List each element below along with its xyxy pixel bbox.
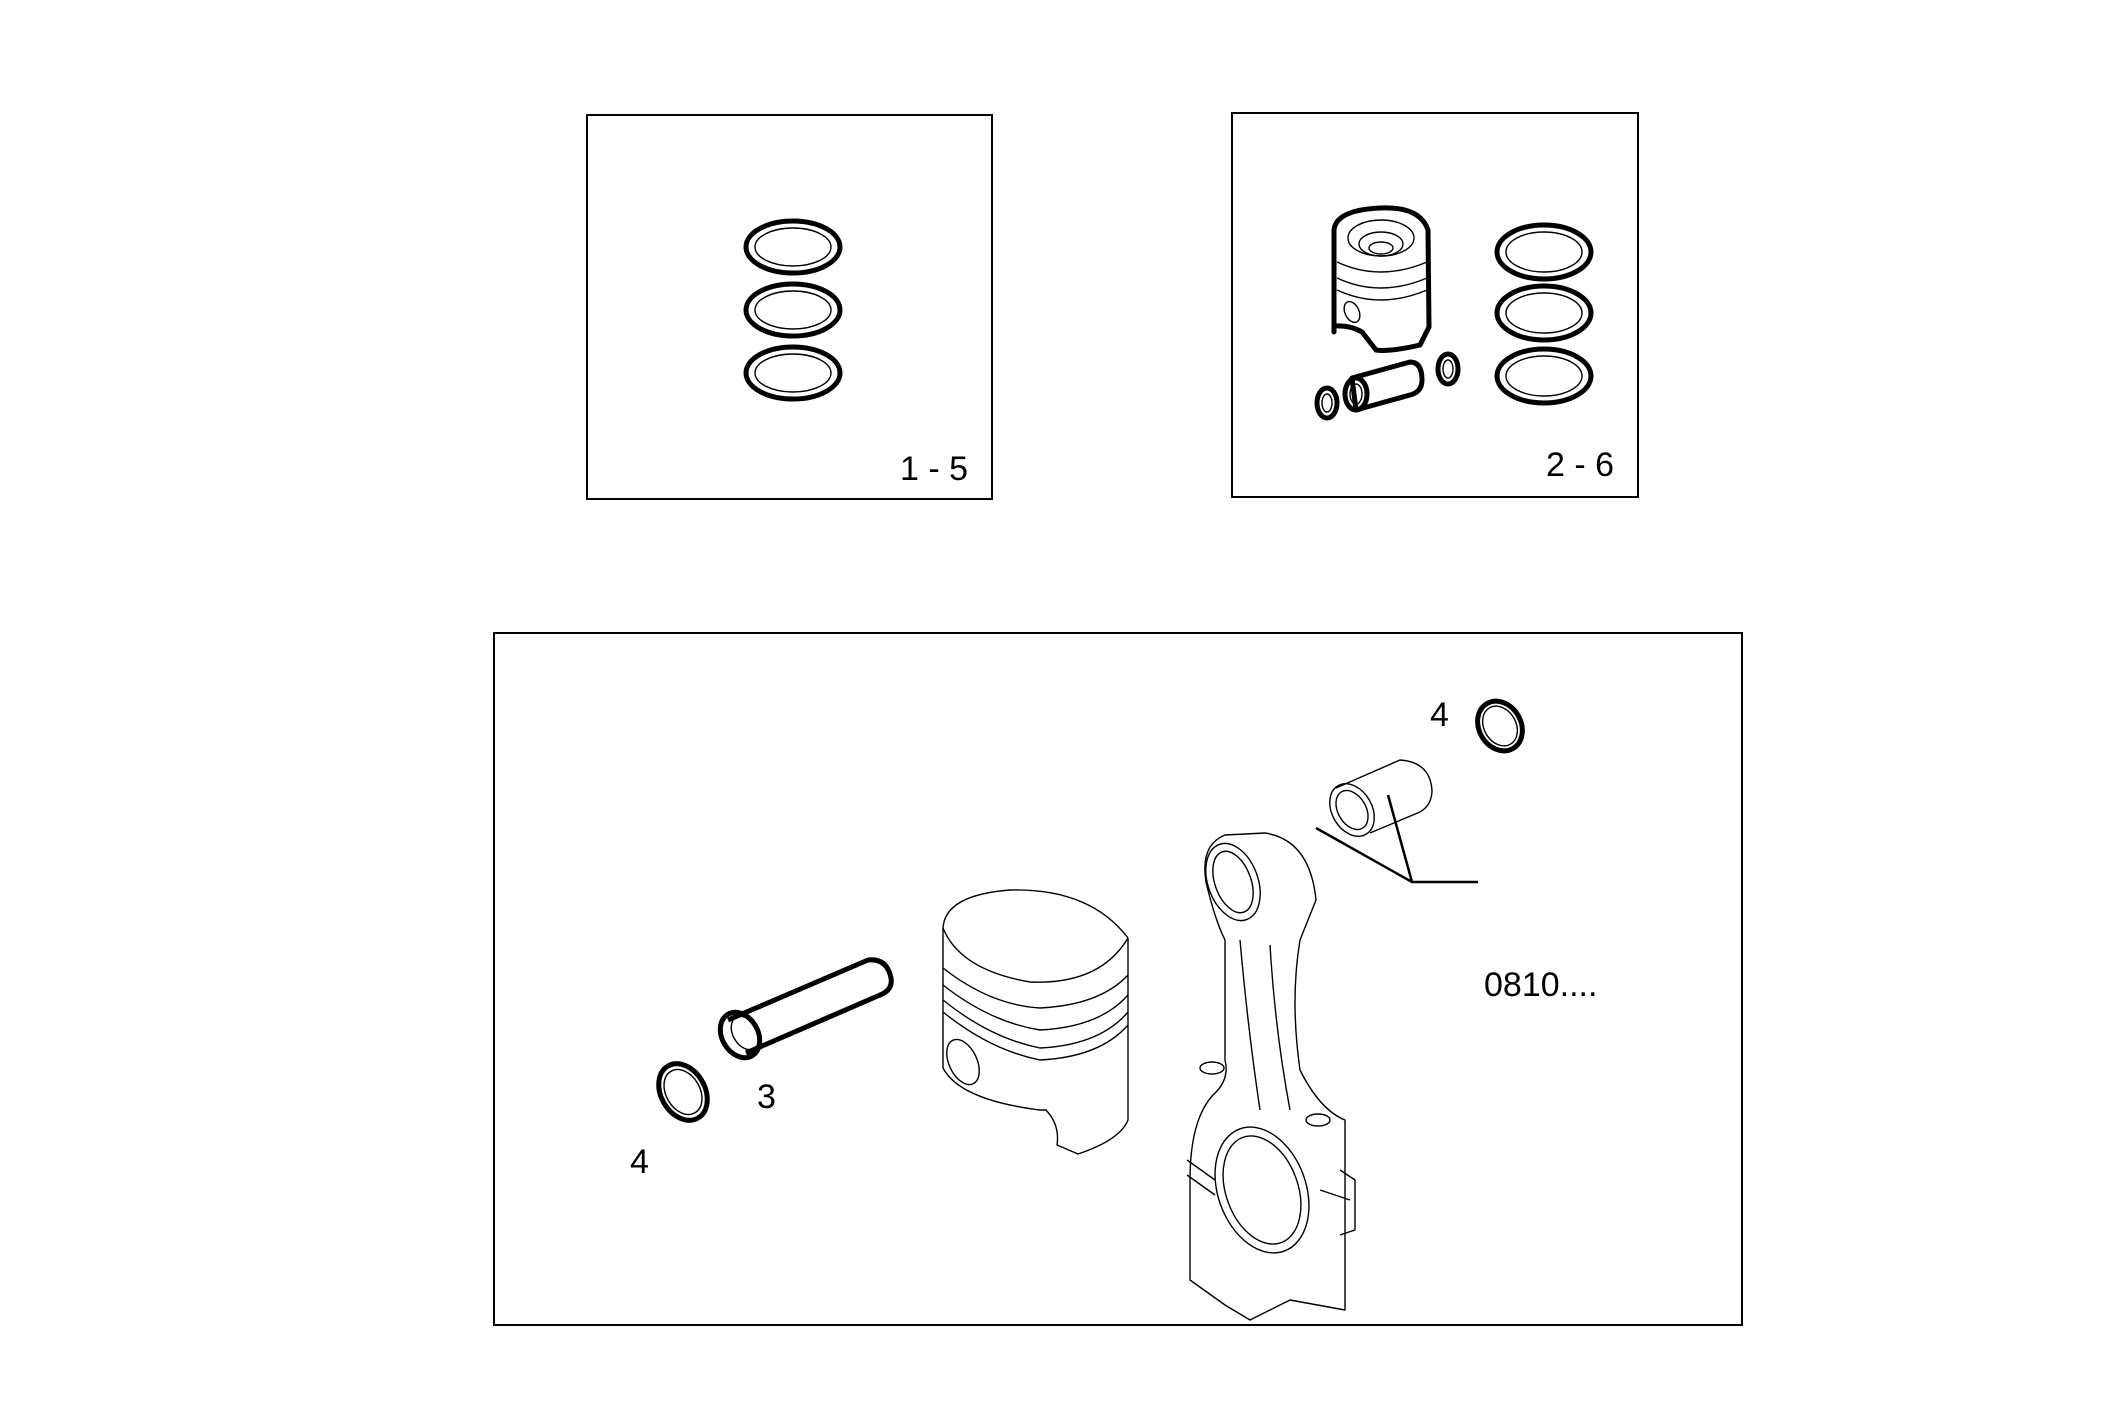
callout-label-bushing: 0810.... <box>1484 966 1598 1004</box>
bushing-icon <box>1329 759 1433 837</box>
panel-ring-kit <box>586 114 993 500</box>
piston-pin-icon <box>1342 359 1425 413</box>
piston-pin-icon <box>717 957 894 1061</box>
circlip-icon <box>1435 351 1461 387</box>
panel-main-assembly <box>493 632 1743 1326</box>
callout-label-circlip-top: 4 <box>1430 696 1449 734</box>
connecting-rod-icon <box>1186 832 1356 1321</box>
callout-label-circlip-bottom: 4 <box>630 1143 649 1181</box>
circlip-icon <box>1475 698 1525 754</box>
piston-ring-icon <box>1494 346 1594 406</box>
circlip-icon <box>1314 385 1340 421</box>
piston-ring-icon <box>1494 222 1594 282</box>
circlip-icon <box>656 1061 710 1123</box>
piston-ring-icon <box>1494 283 1594 343</box>
callout-label-piston-pin: 3 <box>757 1078 776 1116</box>
piston-ring-icon <box>743 281 843 339</box>
piston-icon <box>1331 205 1432 353</box>
panel-label-piston-kit: 2 - 6 <box>1546 446 1615 484</box>
callout-leader-line <box>1315 794 1478 884</box>
piston-icon <box>942 889 1129 1155</box>
piston-ring-icon <box>743 344 843 402</box>
panel-piston-kit <box>1231 112 1639 498</box>
panel-label-ring-kit: 1 - 5 <box>900 450 969 488</box>
piston-ring-icon <box>743 218 843 276</box>
